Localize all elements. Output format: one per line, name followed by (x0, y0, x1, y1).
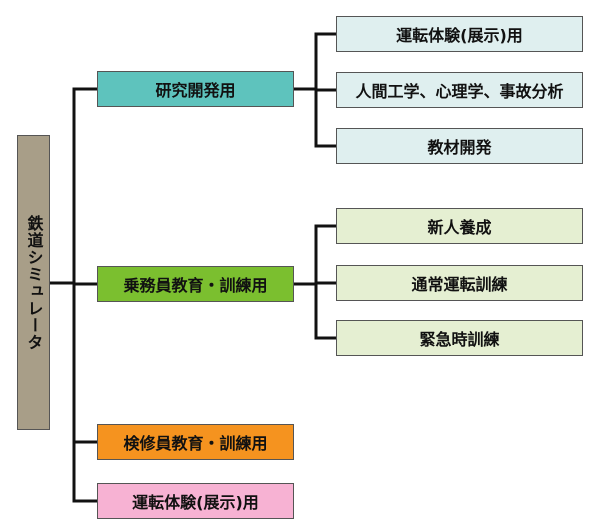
maintenance-training-node: 検修員教育・訓練用 (97, 424, 294, 460)
crew-training-label: 乗務員教育・訓練用 (123, 276, 268, 295)
research-child-material-development-label: 教材開発 (427, 138, 492, 157)
crew-child-normal-training-label: 通常運転訓練 (411, 275, 508, 294)
research-child-driving-experience: 運転体験(展示)用 (336, 16, 583, 52)
research-child-driving-experience-label: 運転体験(展示)用 (396, 26, 523, 45)
research-child-human-factors: 人間工学、心理学、事故分析 (336, 72, 583, 108)
driving-experience-node: 運転体験(展示)用 (97, 483, 294, 519)
research-child-material-development: 教材開発 (336, 128, 583, 164)
crew-child-normal-training: 通常運転訓練 (336, 265, 583, 301)
driving-experience-label: 運転体験(展示)用 (132, 493, 259, 512)
crew-child-emergency-training: 緊急時訓練 (336, 320, 583, 356)
research-child-human-factors-label: 人間工学、心理学、事故分析 (355, 82, 564, 101)
research-node: 研究開発用 (97, 71, 294, 107)
crew-child-new-staff-label: 新人養成 (427, 218, 492, 237)
root-node: 鉄道シミュレータ (17, 135, 50, 430)
crew-child-new-staff: 新人養成 (336, 208, 583, 244)
crew-child-emergency-training-label: 緊急時訓練 (419, 330, 500, 349)
maintenance-training-label: 検修員教育・訓練用 (123, 434, 268, 453)
crew-training-node: 乗務員教育・訓練用 (97, 266, 294, 302)
root-label: 鉄道シミュレータ (24, 214, 44, 351)
research-label: 研究開発用 (155, 81, 236, 100)
